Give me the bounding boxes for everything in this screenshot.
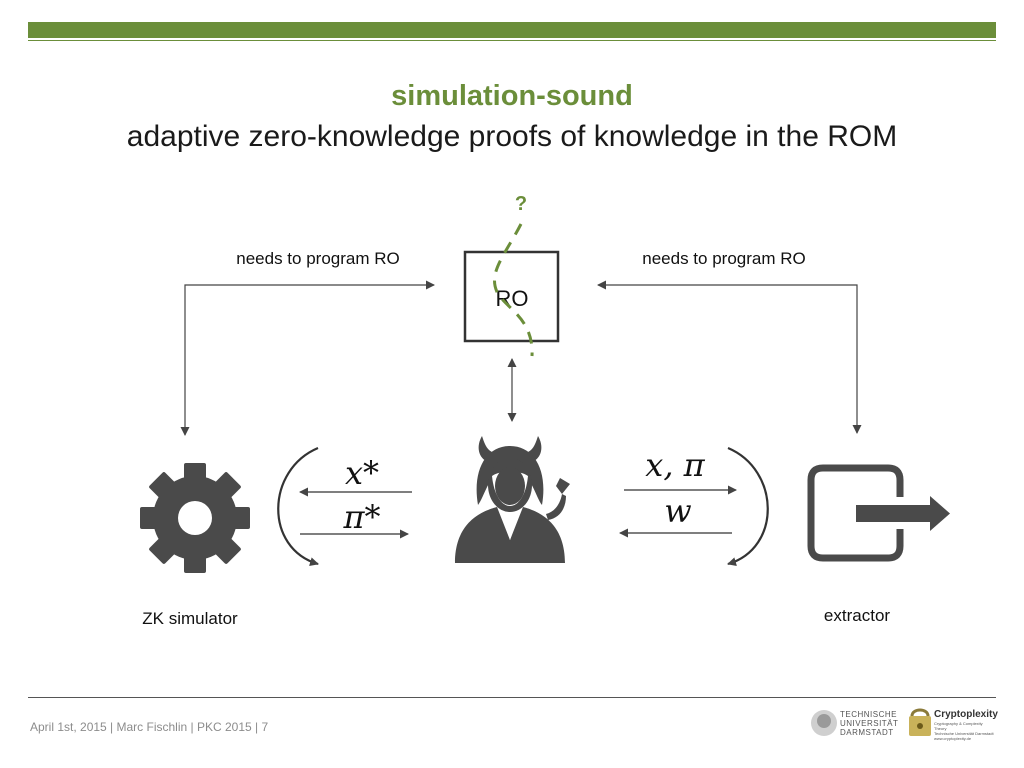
slide-title: simulation-sound (391, 80, 633, 112)
dashed-separation-curve (493, 223, 534, 357)
ro-box (463, 250, 560, 343)
top-accent-line (28, 40, 996, 41)
left-message-bottom: π* (342, 498, 380, 536)
crypto-logo-title: Cryptoplexity (934, 709, 998, 720)
cryptoplexity-logo (909, 708, 931, 736)
crypto-logo-line: www.cryptoplexity.de (934, 736, 972, 741)
crypto-logo-line: Cryptography & Complexity Theory (934, 721, 983, 731)
right-annotation: needs to program RO (642, 249, 805, 268)
ro-box-label: RO (496, 286, 529, 311)
devil-face (495, 467, 525, 505)
footer-divider (28, 697, 996, 698)
top-accent-bar (28, 22, 996, 38)
tu-logo-text: TECHNISCHE UNIVERSITÄT DARMSTADT (840, 710, 898, 737)
question-mark: ? (515, 193, 527, 215)
crypto-logo-line: Technische Universität Darmstadt (934, 731, 994, 736)
footer-text: April 1st, 2015 | Marc Fischlin | PKC 20… (30, 720, 269, 734)
left-annotation: needs to program RO (236, 249, 399, 268)
right-message-bottom: w (664, 492, 691, 530)
slide-subtitle: adaptive zero-knowledge proofs of knowle… (126, 120, 898, 153)
extractor-ro-connector (597, 280, 862, 434)
tu-logo-line: UNIVERSITÄT (840, 719, 899, 728)
right-interaction-bracket (727, 446, 769, 567)
simulator-label: ZK simulator (142, 609, 238, 628)
tu-logo-line: DARMSTADT (840, 728, 894, 737)
right-message-top: x, π (645, 446, 705, 484)
gear-icon (140, 463, 250, 573)
tu-logo-line: TECHNISCHE (840, 710, 898, 719)
crypto-logo-subtitle: Cryptography & Complexity Theory Technis… (934, 721, 996, 741)
exit-icon (807, 464, 950, 562)
extractor-label: extractor (824, 606, 890, 625)
left-interaction-bracket (277, 446, 319, 567)
tu-darmstadt-logo (811, 710, 837, 736)
left-message-top: x* (345, 454, 379, 492)
simulator-ro-connector (180, 280, 435, 436)
